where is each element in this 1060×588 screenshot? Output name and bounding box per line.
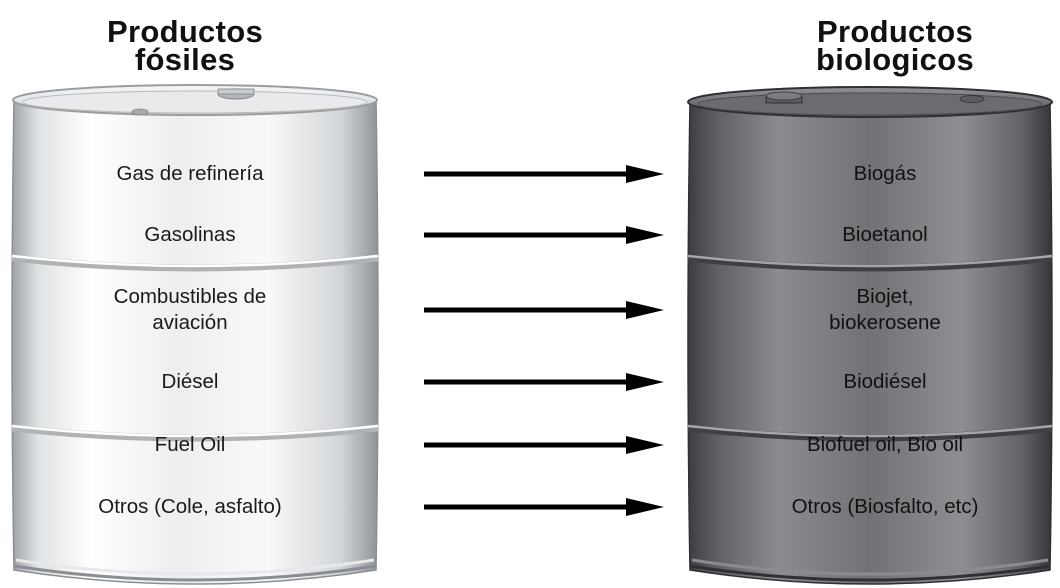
fossil-products-heading: Productos fósiles: [80, 14, 290, 77]
arrow-4: [424, 373, 664, 391]
bio-heading-line-2: biologicos: [816, 42, 974, 77]
fossil-product-6: Otros (Cole, asfalto): [98, 495, 282, 518]
fossil-barrel-drawing: [11, 84, 379, 585]
fossil-product-1: Gas de refinería: [116, 162, 264, 185]
fossil-product-3: Combustibles de aviación: [113, 285, 267, 334]
bio-products-heading: Productos biologicos: [790, 14, 1000, 77]
arrow-1: [424, 165, 664, 183]
fossil-product-4: Diésel: [161, 370, 219, 393]
arrow-5: [424, 436, 664, 454]
arrow-3: [424, 301, 664, 319]
bio-heading-line-1: Productos: [817, 14, 973, 49]
bio-product-3: Biojet, biokerosene: [829, 285, 941, 334]
bio-product-5: Biofuel oil, Bio oil: [806, 433, 964, 456]
bio-product-6: Otros (Biosfalto, etc): [791, 495, 979, 518]
bio-product-4: Biodiésel: [843, 370, 927, 393]
fossil-heading-line-1: Productos: [107, 14, 263, 49]
arrow-6: [424, 498, 664, 516]
bio-product-1: Biogás: [853, 162, 917, 185]
fossil-heading-line-2: fósiles: [134, 42, 236, 77]
fossil-product-5: Fuel Oil: [154, 433, 226, 456]
fossil-product-2: Gasolinas: [144, 223, 236, 246]
bio-barrel-drawing: [687, 86, 1053, 585]
bio-product-2: Bioetanol: [842, 223, 928, 246]
arrow-2: [424, 226, 664, 244]
